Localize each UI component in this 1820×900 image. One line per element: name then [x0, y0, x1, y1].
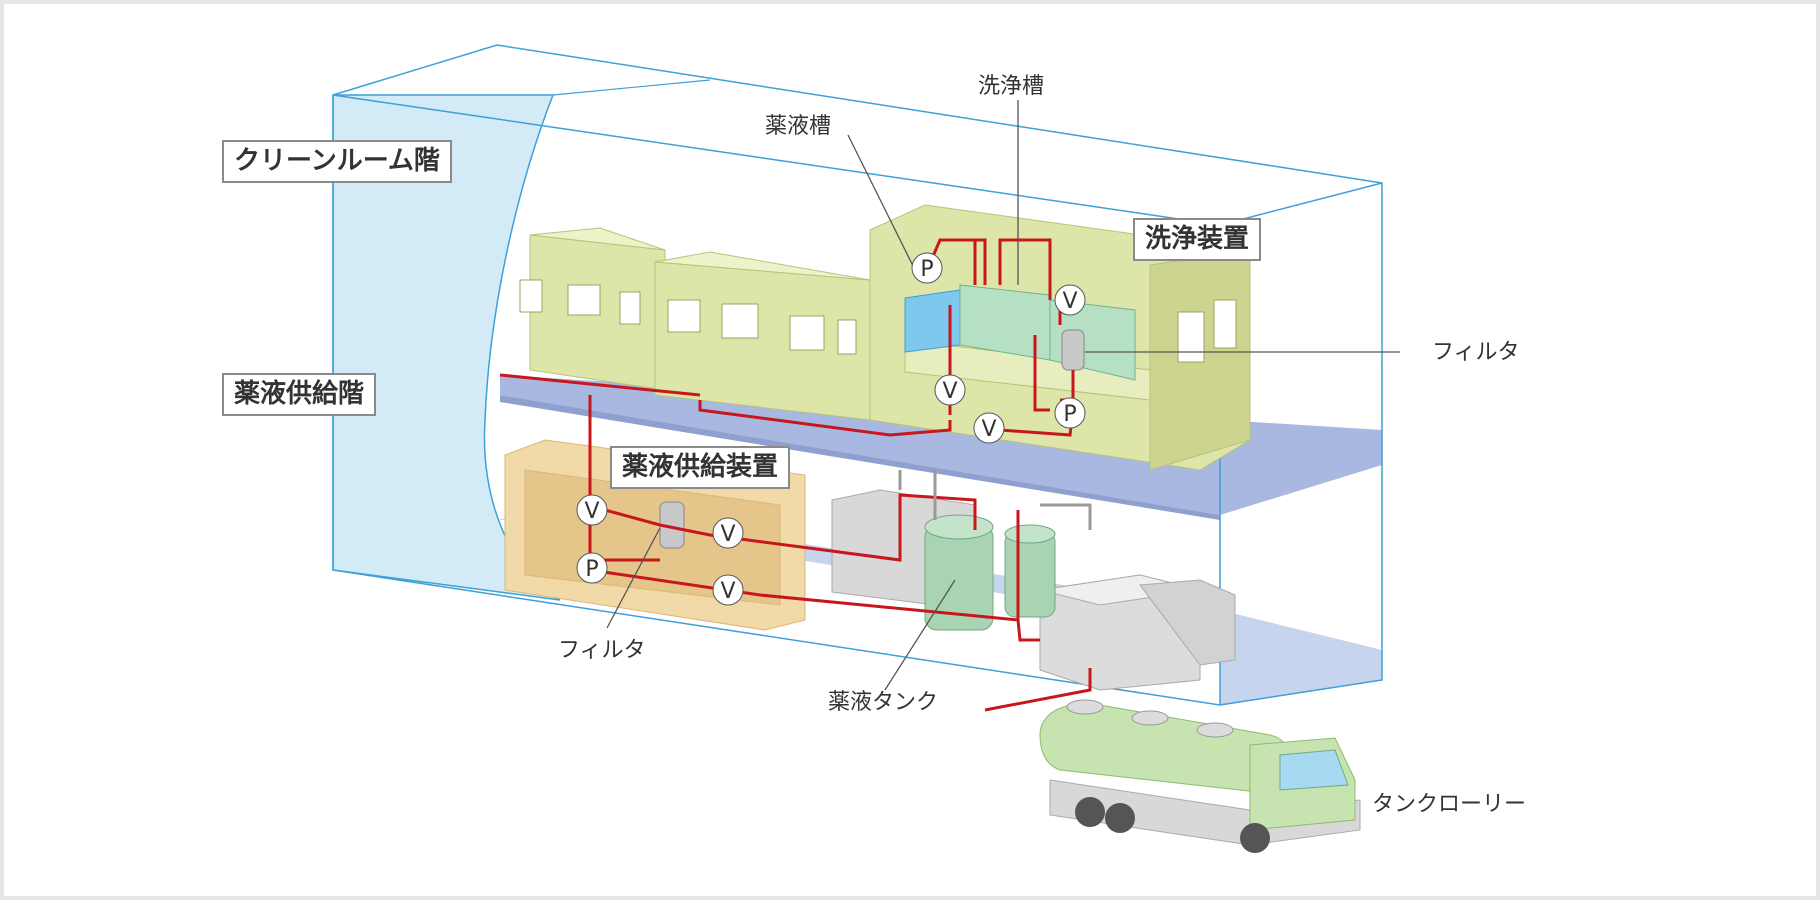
svg-text:V: V — [981, 417, 996, 442]
callout-rinse-bath: 洗浄槽 — [978, 74, 1045, 99]
svg-text:V: V — [942, 379, 957, 404]
callout-leaders — [606, 100, 1400, 691]
flow-markers: P V V V P V V P V — [576, 252, 1086, 606]
pump-marker: P — [576, 552, 608, 584]
callout-tank-lorry: タンクローリー — [1372, 792, 1527, 817]
equipment-label-chemical-supply-unit: 薬液供給装置 — [610, 446, 791, 490]
callout-filter-upper: フィルタ — [1432, 340, 1520, 365]
pump-marker: P — [911, 252, 943, 284]
utility-piping — [898, 470, 1092, 530]
cleaning-unit — [869, 204, 1251, 471]
svg-text:V: V — [584, 499, 599, 524]
floor-slab — [500, 375, 1382, 515]
valve-marker: V — [1054, 284, 1086, 316]
svg-text:P: P — [585, 557, 598, 582]
svg-text:P: P — [1063, 402, 1076, 427]
floor-label-cleanroom: クリーンルーム階 — [222, 140, 452, 184]
valve-marker: V — [712, 574, 744, 606]
cleanroom-cabinets — [519, 227, 871, 421]
lower-machinery — [831, 489, 1236, 691]
valve-marker: V — [973, 412, 1005, 444]
floor-lower — [497, 505, 1382, 705]
callout-chemical-bath: 薬液槽 — [765, 114, 832, 139]
equipment-label-cleaning-unit: 洗浄装置 — [1133, 218, 1262, 262]
valve-marker: V — [712, 517, 744, 549]
valve-marker: V — [934, 374, 966, 406]
tank-lorry — [1039, 699, 1361, 853]
valve-marker: V — [576, 494, 608, 526]
callout-filter-lower: フィルタ — [558, 638, 646, 663]
callout-chemical-tank: 薬液タンク — [828, 690, 939, 715]
pump-marker: P — [1054, 397, 1086, 429]
svg-text:V: V — [720, 522, 735, 547]
svg-text:P: P — [920, 257, 933, 282]
filter-upper — [1061, 329, 1085, 371]
svg-text:V: V — [720, 579, 735, 604]
svg-text:V: V — [1062, 289, 1077, 314]
floor-label-chemical-supply: 薬液供給階 — [222, 373, 377, 417]
